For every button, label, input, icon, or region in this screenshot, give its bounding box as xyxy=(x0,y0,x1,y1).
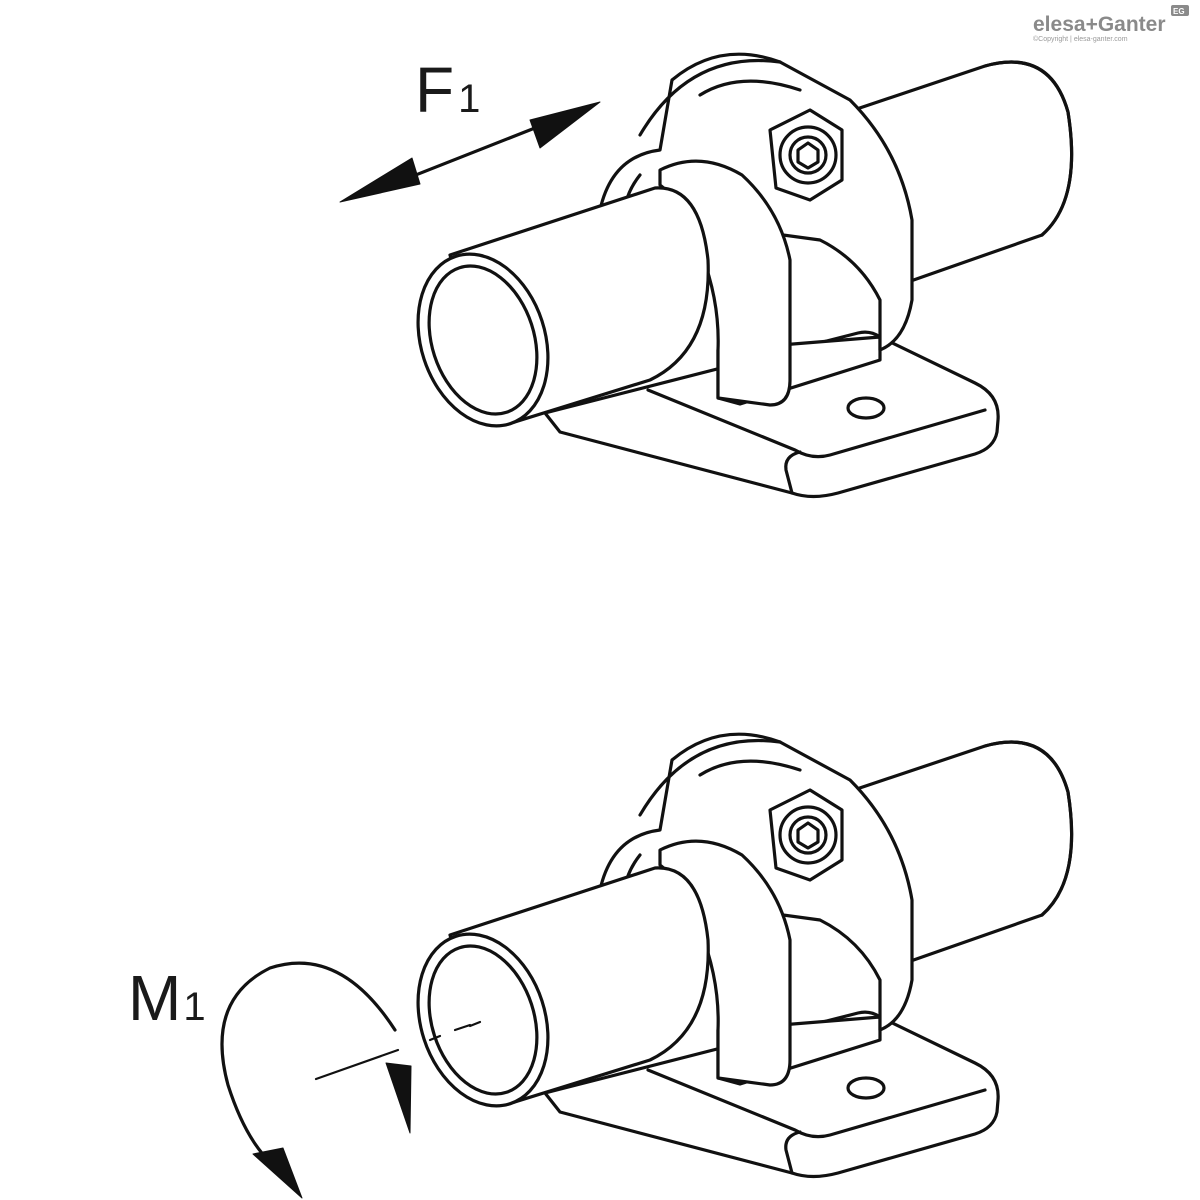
clamp-assembly-top xyxy=(416,52,1074,499)
clamp-assembly-bottom xyxy=(416,732,1074,1179)
logo-badge xyxy=(1171,5,1189,16)
logo-badge-text: EG xyxy=(1173,7,1185,16)
force-arrow-f1 xyxy=(339,101,601,203)
tube-front-opening xyxy=(416,252,550,428)
moment-subscript: 1 xyxy=(183,985,205,1029)
logo-brand-right: Ganter xyxy=(1098,13,1166,36)
hex-bolt xyxy=(768,108,844,202)
logo-plus: + xyxy=(1086,13,1098,36)
mounting-hole-bottom xyxy=(846,1076,886,1100)
base-plate-bottom xyxy=(543,1010,1000,1179)
base-plate xyxy=(543,330,1000,499)
force-symbol: F xyxy=(415,54,454,126)
brand-logo: elesa+Ganter EG ©Copyright | elesa-gante… xyxy=(1033,5,1189,43)
moment-arrow-m1 xyxy=(220,961,482,1199)
tube-front-opening-bottom xyxy=(416,932,550,1108)
logo-brand-left: elesa xyxy=(1033,13,1086,36)
logo-copyright: ©Copyright | elesa-ganter.com xyxy=(1033,35,1128,43)
force-subscript: 1 xyxy=(458,77,480,121)
moment-symbol: M xyxy=(128,962,181,1034)
hex-bolt-bottom xyxy=(768,788,844,882)
moment-label: M1 xyxy=(128,962,206,1034)
tube-centerline xyxy=(453,1023,472,1032)
mounting-hole xyxy=(846,396,886,420)
svg-text:elesa+Ganter: elesa+Ganter xyxy=(1033,13,1166,36)
